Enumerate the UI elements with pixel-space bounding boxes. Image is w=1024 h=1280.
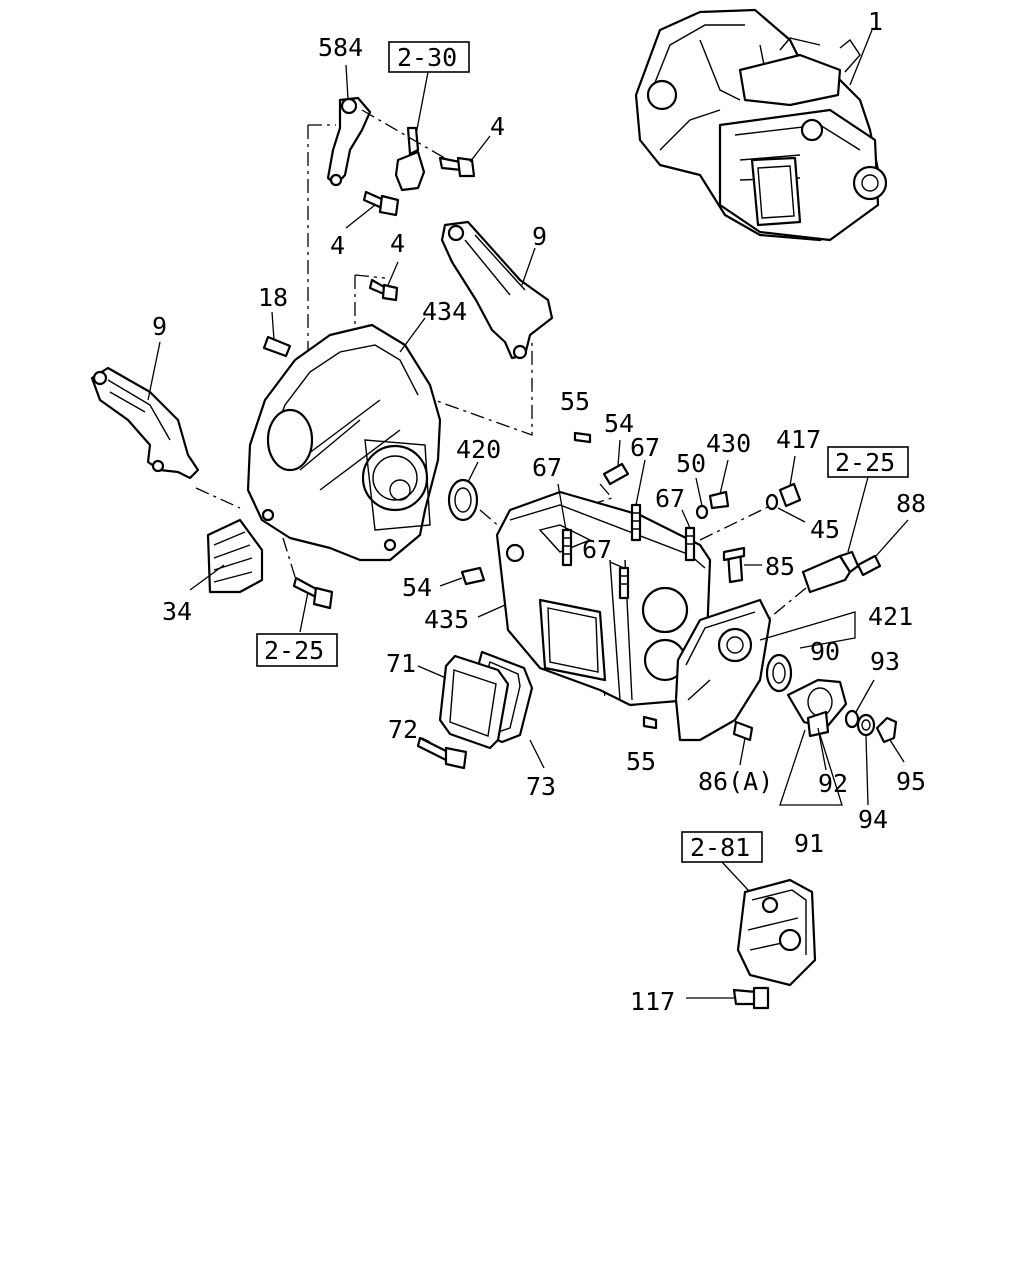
svg-text:2-25: 2-25 <box>264 636 324 665</box>
washer-45 <box>765 493 779 511</box>
bolt-4-lower <box>368 278 399 302</box>
pto-cover-assembly <box>736 878 817 987</box>
callout-50: 50 <box>676 449 706 478</box>
callout-1: 1 <box>868 7 883 36</box>
callout-417: 417 <box>776 425 821 454</box>
callout-55-lower: 55 <box>626 747 656 776</box>
plug-54-upper <box>602 462 630 486</box>
callout-584: 584 <box>318 33 363 62</box>
callout-71: 71 <box>386 649 416 678</box>
bolt-4-middle <box>362 190 400 217</box>
callout-94: 94 <box>858 805 888 834</box>
callout-86a: 86(A) <box>698 767 773 796</box>
callout-67-b: 67 <box>630 433 660 462</box>
oil-seal-420 <box>447 478 479 522</box>
bolt-86a <box>732 720 754 742</box>
svg-text:2-81: 2-81 <box>690 833 750 862</box>
speedometer-sensor <box>801 550 860 594</box>
clutch-housing-434 <box>246 323 442 562</box>
ref-box-2-30: 2-30 <box>388 41 470 73</box>
callout-67-c: 67 <box>655 484 685 513</box>
nut-95 <box>875 716 898 744</box>
o-ring-93 <box>844 709 860 729</box>
clip-part <box>394 126 426 192</box>
callout-93: 93 <box>870 647 900 676</box>
callout-54-lower: 54 <box>402 573 432 602</box>
callout-67-d: 67 <box>582 535 612 564</box>
bracket-9-right <box>440 220 554 360</box>
stud-18 <box>262 335 292 358</box>
boot-34 <box>206 518 264 594</box>
callout-67-a: 67 <box>532 453 562 482</box>
callout-9-left: 9 <box>152 312 167 341</box>
studs-67 <box>561 503 696 600</box>
bolt-72 <box>416 736 468 770</box>
ref-box-2-25-left: 2-25 <box>256 633 338 667</box>
callout-434: 434 <box>422 297 467 326</box>
plug-417 <box>778 482 802 508</box>
cover-71 <box>438 654 510 750</box>
callout-117: 117 <box>630 987 675 1016</box>
plug-54-lower <box>460 566 486 586</box>
svg-text:2-25: 2-25 <box>835 448 895 477</box>
dowel-pin-55-upper <box>573 431 592 444</box>
callout-55-upper: 55 <box>560 387 590 416</box>
transmission-case-435 <box>495 490 712 707</box>
callout-9-right: 9 <box>532 222 547 251</box>
callout-88: 88 <box>896 489 926 518</box>
bolt-88 <box>856 554 882 577</box>
callout-92: 92 <box>818 769 848 798</box>
callout-421: 421 <box>868 602 913 631</box>
callout-85: 85 <box>765 552 795 581</box>
plug-430 <box>708 490 730 510</box>
callout-45: 45 <box>810 515 840 544</box>
callout-430: 430 <box>706 429 751 458</box>
callout-95: 95 <box>896 767 926 796</box>
callout-73: 73 <box>526 772 556 801</box>
rear-cover-plate <box>674 598 772 742</box>
callout-54-upper: 54 <box>604 409 634 438</box>
callout-420: 420 <box>456 435 501 464</box>
svg-text:2-30: 2-30 <box>397 43 457 72</box>
callout-4-middle: 4 <box>330 231 345 260</box>
callout-91: 91 <box>794 829 824 858</box>
oil-seal-90 <box>765 653 793 693</box>
bolt-117 <box>732 986 770 1010</box>
transmission-assembly-illustration <box>634 8 888 242</box>
flange-92 <box>786 678 848 738</box>
washer-94 <box>856 713 876 737</box>
callout-4-upper: 4 <box>490 112 505 141</box>
washer-50 <box>695 504 709 520</box>
switch-85 <box>722 546 746 584</box>
bracket-9-left <box>90 366 200 480</box>
bolt-4-upper <box>438 156 476 178</box>
dowel-pin-55-lower <box>642 715 658 730</box>
ref-box-2-81: 2-81 <box>681 831 763 863</box>
callout-34: 34 <box>162 597 192 626</box>
callout-90: 90 <box>810 637 840 666</box>
ref-box-2-25-right: 2-25 <box>827 446 909 478</box>
callout-72: 72 <box>388 715 418 744</box>
callout-4-lower: 4 <box>390 229 405 258</box>
bracket-584 <box>326 96 372 187</box>
bolt-housing-lower <box>292 576 334 610</box>
callout-18: 18 <box>258 283 288 312</box>
callout-435: 435 <box>424 605 469 634</box>
